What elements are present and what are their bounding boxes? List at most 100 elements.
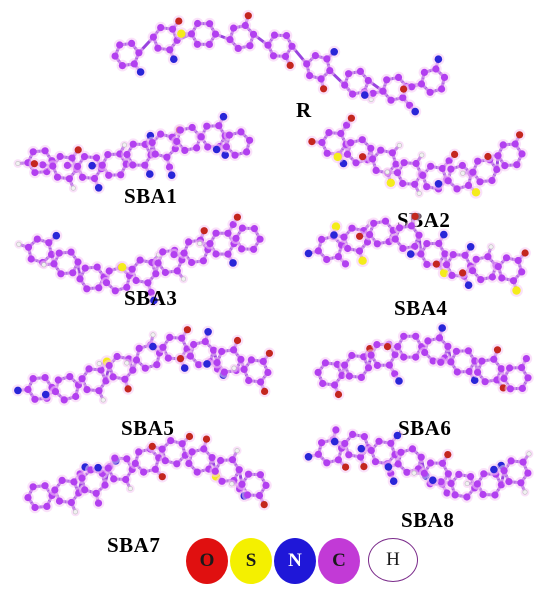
carbon-atom <box>225 131 233 139</box>
carbon-atom <box>90 174 99 183</box>
carbon-atom <box>443 261 451 269</box>
nitrogen-atom <box>52 231 61 240</box>
carbon-atom <box>111 287 119 295</box>
carbon-atom <box>250 245 258 253</box>
carbon-atom <box>157 130 165 138</box>
oxygen-atom <box>320 85 328 93</box>
carbon-atom <box>43 502 51 510</box>
carbon-atom <box>41 482 49 490</box>
carbon-atom <box>123 283 131 291</box>
carbon-atom <box>141 161 149 169</box>
carbon-atom <box>229 220 237 229</box>
molecule-sba6-label: SBA6 <box>398 416 452 440</box>
carbon-atom <box>102 377 110 385</box>
hydrogen-atom <box>488 244 494 250</box>
nitrogen-atom <box>384 463 393 471</box>
hydrogen-atom <box>100 397 106 403</box>
carbon-atom <box>102 279 111 287</box>
nitrogen-atom <box>304 249 313 258</box>
nitrogen-atom <box>221 151 229 159</box>
carbon-atom <box>29 148 37 156</box>
carbon-atom <box>93 263 101 271</box>
carbon-atom <box>455 470 463 478</box>
carbon-atom <box>41 147 49 155</box>
oxygen-atom <box>185 432 194 441</box>
carbon-atom <box>281 52 290 61</box>
nitrogen-atom <box>389 477 398 485</box>
oxygen-atom <box>176 355 185 363</box>
carbon-atom <box>244 470 253 478</box>
ball-and-stick-model <box>11 323 276 406</box>
carbon-atom <box>369 155 377 163</box>
carbon-atom <box>213 359 221 367</box>
hydrogen-atom <box>72 509 78 515</box>
carbon-atom <box>501 162 509 170</box>
carbon-atom <box>367 446 375 455</box>
oxygen-atom <box>308 138 316 146</box>
carbon-atom <box>314 247 322 255</box>
carbon-atom <box>421 348 429 357</box>
molecule-sba3-structure <box>8 211 280 307</box>
carbon-atom <box>451 491 459 499</box>
carbon-atom <box>467 473 475 481</box>
carbon-atom <box>505 478 513 486</box>
carbon-atom <box>161 457 169 465</box>
carbon-atom <box>122 475 130 484</box>
nitrogen-atom <box>219 112 228 121</box>
nitrogen-atom <box>229 259 237 267</box>
carbon-atom <box>314 368 322 376</box>
carbon-atom <box>385 361 393 369</box>
nitrogen-atom <box>330 48 338 56</box>
oxygen-atom <box>175 17 183 25</box>
legend-hydrogen-symbol: H <box>386 549 400 570</box>
carbon-atom <box>181 146 189 154</box>
carbon-atom <box>518 268 526 276</box>
carbon-atom <box>417 250 425 258</box>
carbon-atom <box>54 376 62 384</box>
carbon-atom <box>140 468 148 476</box>
carbon-atom <box>218 477 226 485</box>
carbon-atom <box>438 85 446 93</box>
carbon-atom <box>481 378 489 386</box>
sulfur-atom <box>471 188 481 197</box>
oxygen-atom <box>148 442 156 450</box>
carbon-atom <box>31 168 39 177</box>
nitrogen-atom <box>466 243 475 251</box>
carbon-atom <box>370 219 378 227</box>
hydrogen-atom <box>522 489 528 495</box>
carbon-atom <box>427 162 435 170</box>
carbon-atom <box>306 72 314 80</box>
carbon-atom <box>447 358 455 366</box>
carbon-atom <box>391 351 399 359</box>
carbon-atom <box>129 161 137 169</box>
carbon-atom <box>345 372 353 380</box>
oxygen-atom <box>158 473 166 481</box>
carbon-atom <box>464 347 472 355</box>
carbon-atom <box>135 344 143 352</box>
hydrogen-atom <box>16 241 22 247</box>
carbon-atom <box>29 375 37 383</box>
oxygen-atom <box>286 61 294 69</box>
oxygen-atom <box>493 346 502 354</box>
carbon-atom <box>394 460 402 468</box>
nitrogen-atom <box>490 465 498 474</box>
carbon-atom <box>256 235 264 243</box>
molecule-sba1-structure <box>8 110 270 194</box>
oxygen-atom <box>411 212 419 220</box>
oxygen-atom <box>360 463 368 471</box>
carbon-atom <box>193 40 201 48</box>
carbon-atom <box>383 76 391 84</box>
carbon-atom <box>472 255 480 263</box>
carbon-atom <box>435 334 444 342</box>
carbon-atom <box>364 76 372 85</box>
carbon-atom <box>323 459 331 467</box>
carbon-atom <box>391 235 399 243</box>
carbon-atom <box>264 368 272 377</box>
carbon-atom <box>367 351 375 359</box>
hydrogen-atom <box>396 142 402 148</box>
molecule-sba7-structure <box>8 425 286 527</box>
nitrogen-atom <box>167 171 176 179</box>
carbon-atom <box>480 470 488 478</box>
carbon-atom <box>452 347 460 355</box>
